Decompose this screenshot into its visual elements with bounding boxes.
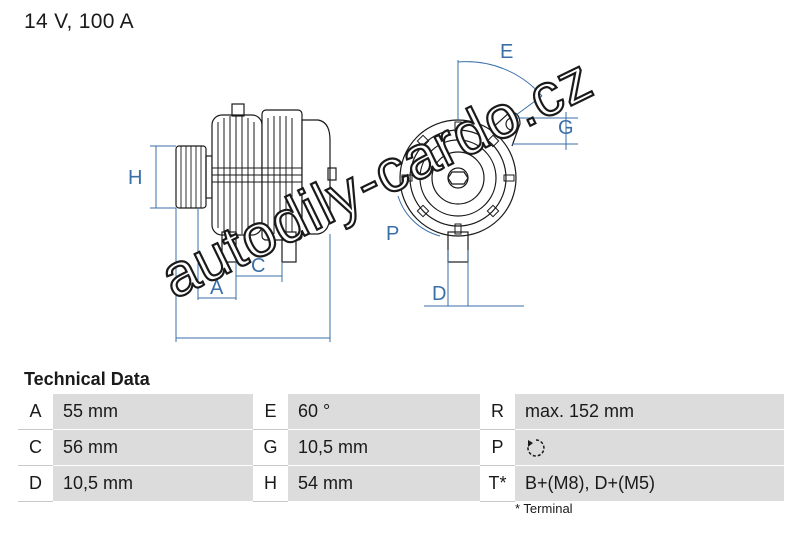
dimension-label-p: P (386, 223, 399, 245)
dimension-label-c: C (251, 255, 265, 277)
alternator-technical-drawing: H A C (128, 41, 578, 342)
spec-value: 60 ° (288, 394, 480, 430)
spec-key: A (18, 394, 53, 430)
table-row: A 55 mm E 60 ° R max. 152 mm (18, 394, 784, 430)
spec-key: G (253, 429, 288, 466)
dimension-label-d: D (432, 283, 446, 305)
spec-value: 10,5 mm (53, 465, 253, 502)
table-row: D 10,5 mm H 54 mm T* B+(M8), D+(M5) (18, 465, 784, 502)
dimension-label-e: E (500, 41, 513, 63)
clockwise-rotation-icon (527, 438, 545, 457)
dimension-label-g: G (558, 117, 574, 139)
spec-key: D (18, 465, 53, 502)
spec-key: R (480, 394, 515, 430)
spec-value: 56 mm (53, 429, 253, 466)
spec-value: max. 152 mm (515, 394, 784, 430)
terminal-footnote: * Terminal (515, 501, 573, 516)
spec-value: B+(M8), D+(M5) (515, 465, 784, 502)
technical-data-table: A 55 mm E 60 ° R max. 152 mm C 56 mm G 1… (18, 394, 784, 502)
spec-key: T* (480, 465, 515, 502)
spec-value: 55 mm (53, 394, 253, 430)
section-title: Technical Data (24, 369, 150, 389)
front-dimension-lines (397, 60, 578, 307)
spec-value: 54 mm (288, 465, 480, 502)
spec-key: H (253, 465, 288, 502)
spec-value: 10,5 mm (288, 429, 480, 466)
spec-key: E (253, 394, 288, 430)
page-title: 14 V, 100 A (24, 10, 134, 33)
spec-key: C (18, 429, 53, 466)
spec-key: P (480, 429, 515, 466)
side-dimension-lines (150, 145, 331, 342)
spec-value-rotation (515, 429, 784, 466)
alternator-side-view (175, 103, 337, 263)
dimension-label-h: H (128, 167, 142, 189)
dimension-label-a: A (210, 277, 224, 299)
table-row: C 56 mm G 10,5 mm P (18, 429, 784, 466)
